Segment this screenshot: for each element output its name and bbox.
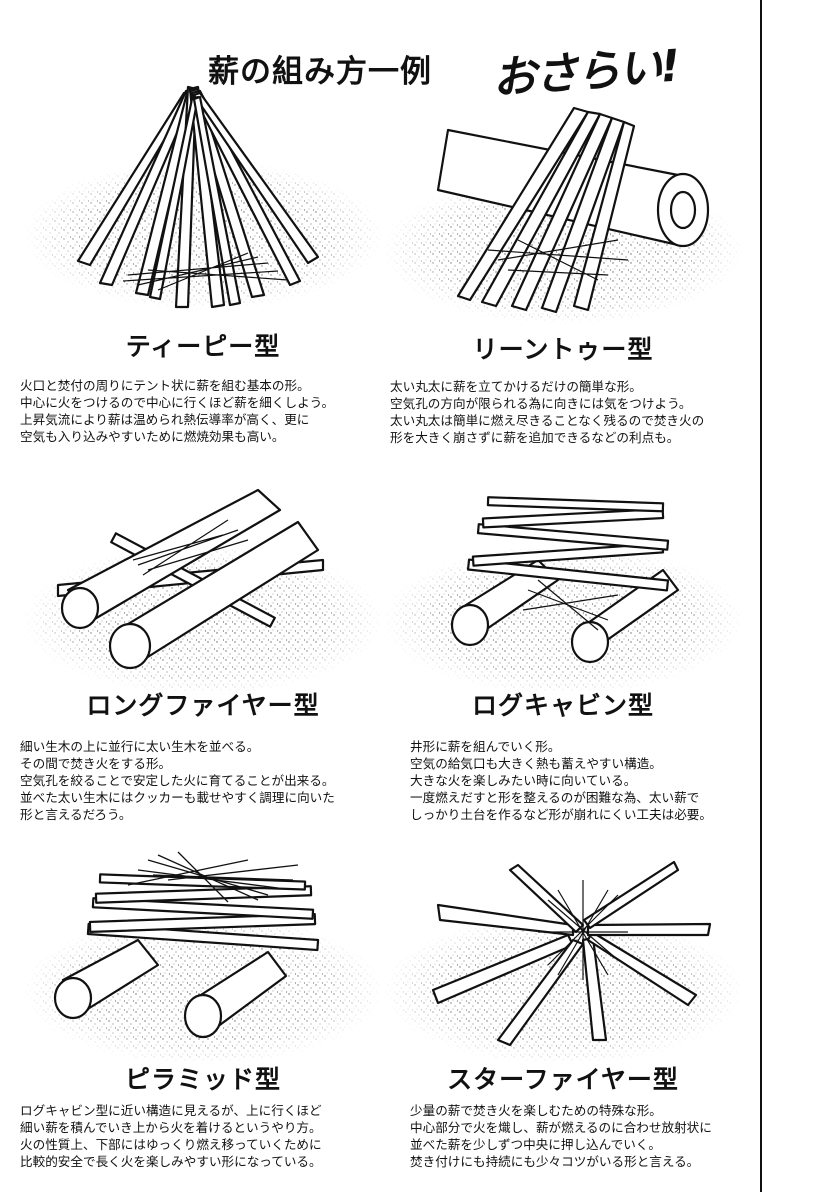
method-name-lean-to: リーントゥー型 xyxy=(472,335,654,364)
star-fire-illustration xyxy=(378,840,748,1070)
page-header: 薪の組み方一例 おさらい! xyxy=(0,28,760,118)
method-name-long-fire: ロングファイヤー型 xyxy=(86,691,320,720)
desc-line: 太い丸太に薪を立てかけるだけの簡単な形。 xyxy=(390,379,642,394)
desc-line: ログキャビン型に近い構造に見えるが、上に行くほど xyxy=(20,1103,322,1118)
long-fire-illustration xyxy=(18,470,388,700)
method-name-teepee: ティーピー型 xyxy=(125,332,281,361)
method-desc-long-fire: 細い生木の上に並行に太い生木を並べる。 その間で焚き火をする形。 空気孔を絞るこ… xyxy=(20,738,390,823)
method-name-log-cabin: ログキャビン型 xyxy=(471,691,654,720)
desc-line: 太い丸太は簡単に燃え尽きることなく残るので焚き火の xyxy=(390,413,705,428)
desc-line: 少量の薪で焚き火を楽しむための特殊な形。 xyxy=(410,1103,662,1118)
desc-line: その間で焚き火をする形。 xyxy=(20,756,172,771)
desc-line: 細い生木の上に並行に太い生木を並べる。 xyxy=(20,739,260,754)
desc-line: 空気も入り込みやすいために燃焼効果も高い。 xyxy=(20,429,285,444)
review-callout: おさらい! xyxy=(490,40,680,105)
desc-line: 中心に火をつけるので中心に行くほど薪を細くしよう。 xyxy=(20,395,335,410)
desc-line: 上昇気流により薪は温められ熱伝導率が高く、更に xyxy=(20,412,310,427)
page-border xyxy=(760,0,762,1192)
desc-line: 一度燃えだすと形を整えるのが困難な為、太い薪で xyxy=(410,790,700,805)
method-desc-lean-to: 太い丸太に薪を立てかけるだけの簡単な形。 空気孔の方向が限られる為に向きには気を… xyxy=(390,378,760,446)
desc-line: 大きな火を楽しみたい時に向いている。 xyxy=(410,773,637,788)
desc-line: 形と言えるだろう。 xyxy=(20,807,132,822)
pyramid-illustration xyxy=(18,840,388,1070)
method-desc-teepee: 火口と焚付の周りにテント状に薪を組む基本の形。 中心に火をつけるので中心に行くほ… xyxy=(20,377,390,445)
log-cabin-illustration xyxy=(378,470,748,700)
desc-line: しっかり土台を作るなど形が崩れにくい工夫は必要。 xyxy=(410,807,712,822)
method-desc-star-fire: 少量の薪で焚き火を楽しむための特殊な形。 中心部分で火を熾し、薪が燃えるのに合わ… xyxy=(410,1102,780,1170)
desc-line: 火口と焚付の周りにテント状に薪を組む基本の形。 xyxy=(20,378,310,393)
teepee-illustration xyxy=(18,85,388,315)
method-name-pyramid: ピラミッド型 xyxy=(124,1065,281,1094)
page-title: 薪の組み方一例 xyxy=(208,54,432,90)
method-desc-log-cabin: 井形に薪を組んでいく形。 空気の給気口も大きく熱も蓄えやすい構造。 大きな火を楽… xyxy=(410,738,780,823)
desc-line: 空気孔の方向が限られる為に向きには気をつけよう。 xyxy=(390,396,692,411)
desc-line: 空気孔を絞ることで安定した火に育てることが出来る。 xyxy=(20,773,335,788)
desc-line: 火の性質上、下部にはゆっくり燃え移っていくために xyxy=(20,1137,322,1152)
desc-line: 焚き付けにも持続にも少々コツがいる形と言える。 xyxy=(410,1154,700,1169)
desc-line: 並べた薪を少しずつ中央に押し込んでいく。 xyxy=(410,1137,661,1152)
desc-line: 比較的安全で長く火を楽しみやすい形になっている。 xyxy=(20,1154,322,1169)
method-desc-pyramid: ログキャビン型に近い構造に見えるが、上に行くほど 細い薪を積んでいき上から火を着… xyxy=(20,1102,390,1170)
method-name-star-fire: スターファイヤー型 xyxy=(447,1065,679,1094)
desc-line: 細い薪を積んでいき上から火を着けるというやり方。 xyxy=(20,1120,322,1135)
lean-to-illustration xyxy=(378,100,748,330)
desc-line: 並べた太い生木にはクッカーも載せやすく調理に向いた xyxy=(20,790,335,805)
desc-line: 形を大きく崩さずに薪を追加できるなどの利点も。 xyxy=(390,430,680,445)
desc-line: 井形に薪を組んでいく形。 xyxy=(410,739,561,754)
desc-line: 中心部分で火を熾し、薪が燃えるのに合わせ放射状に xyxy=(410,1120,712,1135)
desc-line: 空気の給気口も大きく熱も蓄えやすい構造。 xyxy=(410,756,662,771)
